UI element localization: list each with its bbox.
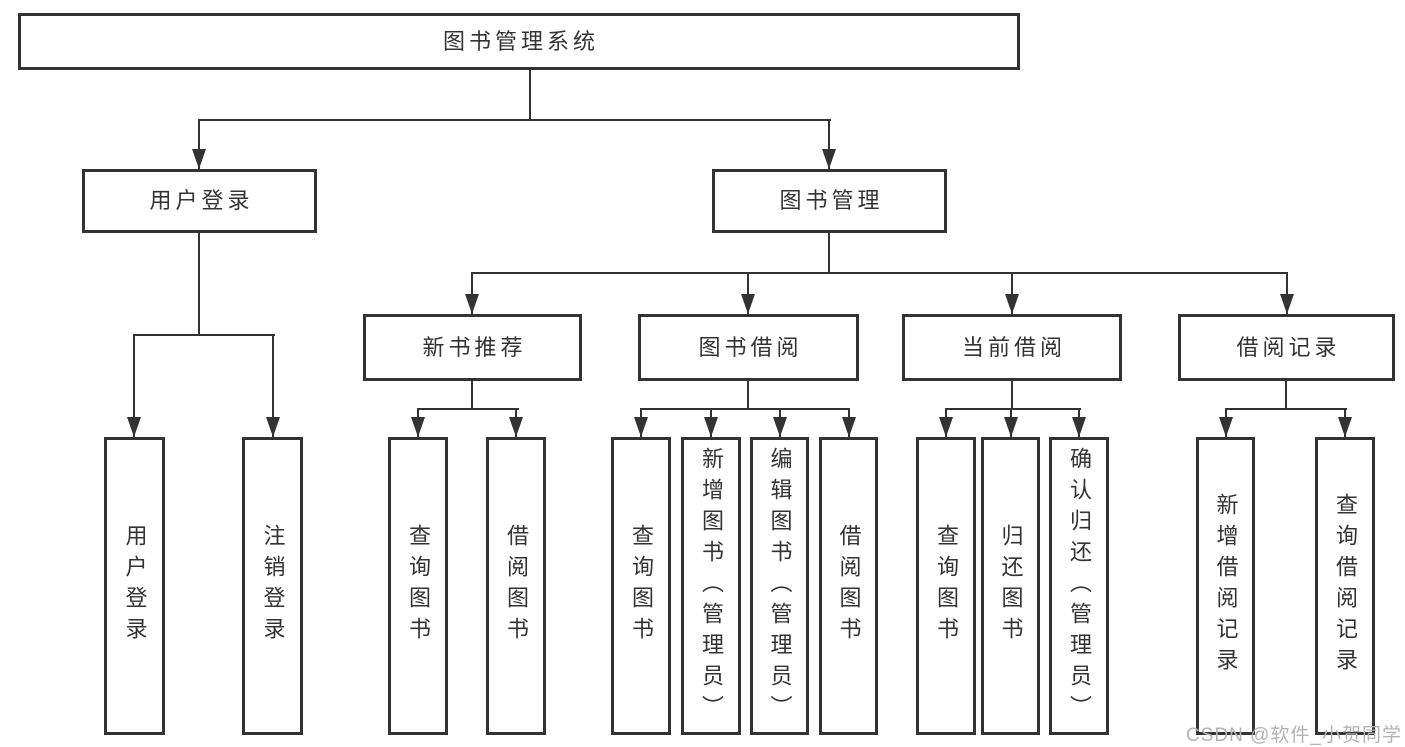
connector-group-drop xyxy=(1286,273,1288,314)
leaf-edit-book-admin: 编辑图书（管理员） xyxy=(750,437,809,735)
leaf-user-login: 用户登录 xyxy=(104,437,165,735)
connector-group1-drop xyxy=(471,381,473,409)
leaf-borrow-query-books: 查询图书 xyxy=(611,437,671,735)
leaf-confirm-return-admin: 确认归还（管理员） xyxy=(1049,437,1109,735)
arrow-down-icon xyxy=(1338,417,1352,437)
connector-group-drop xyxy=(747,273,749,314)
node-book-management-label: 图书管理 xyxy=(779,188,884,213)
connector-group2-drop xyxy=(747,381,749,409)
arrow-down-icon xyxy=(1005,294,1019,314)
connector-leaf-drop xyxy=(272,335,274,437)
connector-user-branch-bar xyxy=(133,334,275,336)
leaf-logout: 注销登录 xyxy=(242,437,303,735)
connector-group4-drop xyxy=(1285,381,1287,409)
leaf-return-book: 归还图书 xyxy=(981,437,1040,735)
arrow-down-icon xyxy=(266,417,280,437)
node-new-book-recommend-label: 新书推荐 xyxy=(422,334,527,360)
leaf-recommend-query-books: 查询图书 xyxy=(388,437,448,735)
node-book-management: 图书管理 xyxy=(712,169,947,233)
leaf-current-query-books: 查询图书 xyxy=(916,437,976,735)
arrow-down-icon xyxy=(411,417,425,437)
leaf-label: 查询借阅记录 xyxy=(1333,493,1358,679)
arrow-down-icon xyxy=(1280,294,1294,314)
connector-group2-bar xyxy=(640,408,850,410)
arrow-down-icon xyxy=(634,417,648,437)
leaf-label: 归还图书 xyxy=(998,524,1024,648)
arrow-down-icon xyxy=(1004,417,1018,437)
arrow-down-icon xyxy=(465,294,479,314)
arrow-down-icon xyxy=(939,417,953,437)
leaf-label: 借阅图书 xyxy=(504,524,529,648)
leaf-label: 新增图书（管理员） xyxy=(699,446,724,726)
node-new-book-recommend: 新书推荐 xyxy=(363,314,582,381)
leaf-add-book-admin: 新增图书（管理员） xyxy=(681,437,741,735)
leaf-label: 编辑图书（管理员） xyxy=(767,446,793,726)
arrow-down-icon xyxy=(704,417,718,437)
node-user-login: 用户登录 xyxy=(82,169,317,233)
connector-group3-bar xyxy=(945,408,1081,410)
node-root-label: 图书管理系统 xyxy=(442,28,599,54)
leaf-add-borrow-record: 新增借阅记录 xyxy=(1196,437,1255,735)
arrow-down-icon xyxy=(842,417,856,437)
leaf-recommend-borrow-books: 借阅图书 xyxy=(486,437,546,735)
leaf-label: 查询图书 xyxy=(934,524,959,648)
node-book-borrow-label: 图书借阅 xyxy=(698,334,803,360)
leaf-label: 用户登录 xyxy=(122,524,148,648)
leaf-label: 新增借阅记录 xyxy=(1213,493,1239,679)
connector-group-drop xyxy=(471,273,473,314)
connector-user-login-drop xyxy=(198,120,200,169)
connector-group4-bar xyxy=(1225,408,1347,410)
leaf-label: 借阅图书 xyxy=(836,524,862,648)
arrow-down-icon xyxy=(192,149,206,169)
connector-user-branch-drop xyxy=(198,233,200,335)
connector-group3-drop xyxy=(1011,381,1013,409)
connector-book-branch-bar xyxy=(471,272,1288,274)
leaf-label: 查询图书 xyxy=(406,524,431,648)
arrow-down-icon xyxy=(822,149,836,169)
csdn-watermark: CSDN @软件_小贺同学 xyxy=(1186,725,1402,746)
connector-level1-bar xyxy=(198,119,831,121)
leaf-label: 注销登录 xyxy=(260,524,286,648)
node-current-borrow-label: 当前借阅 xyxy=(961,334,1066,360)
arrow-down-icon xyxy=(1219,417,1233,437)
connector-group-drop xyxy=(1011,273,1013,314)
connector-leaf-drop xyxy=(133,335,135,437)
connector-root-drop xyxy=(529,70,531,120)
leaf-label: 确认归还（管理员） xyxy=(1067,446,1092,726)
arrow-down-icon xyxy=(741,294,755,314)
connector-group1-bar xyxy=(417,408,519,410)
arrow-down-icon xyxy=(773,417,787,437)
node-borrow-records-label: 借阅记录 xyxy=(1236,334,1341,360)
node-root: 图书管理系统 xyxy=(18,13,1020,70)
arrow-down-icon xyxy=(1072,417,1086,437)
connector-book-mgmt-drop xyxy=(828,120,830,169)
node-user-login-label: 用户登录 xyxy=(149,188,254,213)
node-book-borrow: 图书借阅 xyxy=(638,314,859,381)
node-current-borrow: 当前借阅 xyxy=(902,314,1122,381)
arrow-down-icon xyxy=(509,417,523,437)
connector-book-branch-drop xyxy=(828,233,830,273)
leaf-borrow-books: 借阅图书 xyxy=(819,437,878,735)
node-borrow-records: 借阅记录 xyxy=(1178,314,1395,381)
leaf-label: 查询图书 xyxy=(629,524,654,648)
leaf-query-borrow-record: 查询借阅记录 xyxy=(1315,437,1375,735)
arrow-down-icon xyxy=(127,417,141,437)
